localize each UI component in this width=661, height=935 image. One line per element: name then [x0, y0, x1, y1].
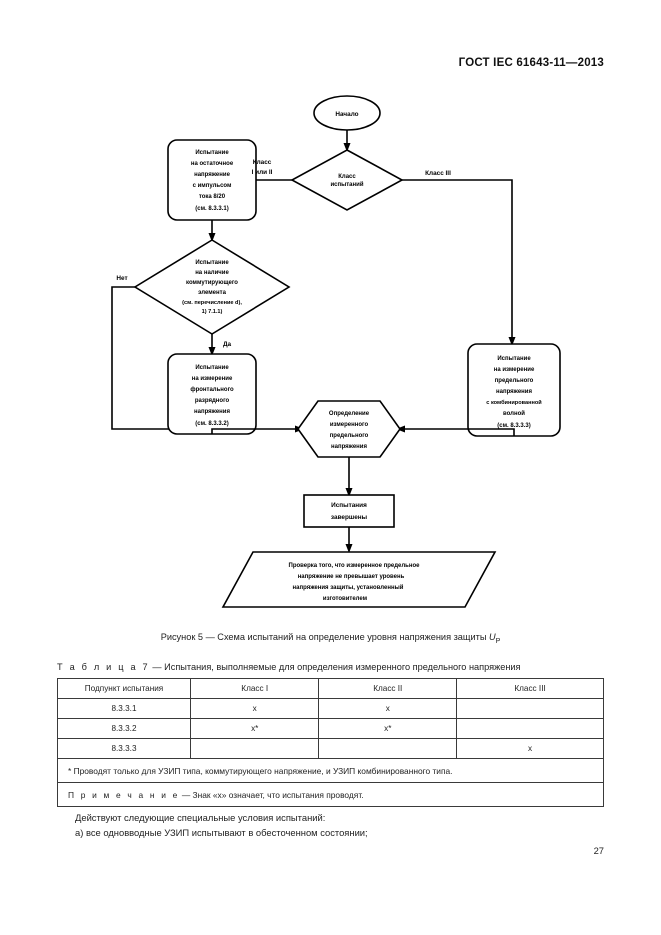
node-determination [297, 400, 401, 458]
table-header-subclause: Подпункт испытания [57, 678, 191, 699]
node-decision-switching-element [133, 239, 291, 335]
tests-table: Подпункт испытания Класс I Класс II Клас… [57, 678, 604, 807]
cell-class-iii [456, 698, 604, 719]
cell-class-i: x [189, 698, 320, 719]
svg-text:Класс: Класс [253, 159, 272, 166]
cell-class-ii: x* [318, 718, 458, 739]
svg-text:(см. 8.3.3.2): (см. 8.3.3.2) [195, 421, 228, 427]
node-start-label: Начало [335, 111, 358, 118]
svg-text:Испытание: Испытание [195, 150, 229, 156]
svg-text:Испытания: Испытания [331, 502, 367, 509]
svg-text:тока 8/20: тока 8/20 [199, 194, 226, 200]
table-footnote: * Проводят только для УЗИП типа, коммути… [57, 758, 604, 783]
cell-class-iii [456, 718, 604, 739]
svg-text:1) 7.1.1): 1) 7.1.1) [202, 309, 223, 315]
table-note-text: — Знак «х» означает, что испытания прово… [179, 789, 364, 800]
table-row: 8.3.3.3 x [57, 738, 604, 759]
svg-text:напряжение: напряжение [194, 172, 230, 178]
document-header-title: ГОСТ IEC 61643-11—2013 [458, 57, 604, 69]
svg-text:испытаний: испытаний [330, 181, 363, 188]
svg-text:предельного: предельного [495, 378, 534, 384]
edge-label-class-i-ii: Класс I или II [252, 159, 273, 176]
node-verification [221, 551, 497, 608]
svg-text:на измерение: на измерение [192, 376, 233, 382]
svg-text:Испытание: Испытание [195, 260, 229, 266]
body-text: Действуют следующие специальные условия … [75, 810, 595, 840]
cell-subclause: 8.3.3.3 [57, 738, 191, 759]
cell-class-ii [318, 738, 458, 759]
table-header-class-iii: Класс III [456, 678, 604, 699]
table-caption-text: — Испытания, выполняемые для определения… [149, 662, 521, 672]
node-tests-complete-label: Испытания завершены [331, 502, 368, 521]
node-tests-complete [303, 494, 395, 528]
node-combination-wave-test-label: Испытание на измерение предельного напря… [486, 356, 542, 429]
svg-text:на остаточное: на остаточное [191, 161, 234, 167]
svg-text:с импульсом: с импульсом [193, 183, 232, 189]
svg-text:напряжения защиты, установленн: напряжения защиты, установленный [293, 584, 404, 591]
svg-text:коммутирующего: коммутирующего [186, 280, 238, 286]
figure-caption: Рисунок 5 — Схема испытаний на определен… [0, 632, 661, 645]
svg-text:измеренного: измеренного [330, 422, 369, 428]
node-decision-switching-element-label: Испытание на наличие коммутирующего элем… [182, 260, 242, 315]
svg-text:(см. 8.3.3.1): (см. 8.3.3.1) [195, 206, 228, 212]
body-intro: Действуют следующие специальные условия … [75, 812, 326, 823]
node-front-discharge-test-label: Испытание на измерение фронтального разр… [190, 365, 234, 427]
figure-caption-symbol: U [488, 632, 496, 642]
node-decision-class-label: Класс [338, 174, 356, 180]
cell-class-ii: x [318, 698, 458, 719]
table-note-label: П р и м е ч а н и е [68, 789, 180, 800]
table-header-class-ii: Класс II [318, 678, 458, 699]
svg-text:изготовителем: изготовителем [323, 596, 368, 602]
edge-label-yes: Да [223, 341, 232, 348]
table-footnote-row: * Проводят только для УЗИП типа, коммути… [57, 758, 604, 783]
svg-text:I или II: I или II [252, 169, 273, 176]
svg-text:(см. 8.3.3.3): (см. 8.3.3.3) [497, 423, 530, 429]
table-row: 8.3.3.1 x x [57, 698, 604, 719]
table-caption: Т а б л и ц а 7 — Испытания, выполняемые… [57, 662, 617, 672]
table-note-row: П р и м е ч а н и е — Знак «х» означает,… [57, 782, 604, 807]
svg-text:Испытание: Испытание [497, 356, 531, 362]
svg-text:(см. перечисление d),: (см. перечисление d), [182, 300, 242, 306]
cell-subclause: 8.3.3.1 [57, 698, 191, 719]
body-item-a: a) все одновводные УЗИП испытывают в обе… [75, 827, 368, 838]
svg-text:Определение: Определение [329, 411, 370, 417]
table-caption-label: Т а б л и ц а 7 [57, 662, 150, 672]
svg-text:разрядного: разрядного [195, 398, 230, 404]
svg-text:напряжения: напряжения [496, 389, 532, 395]
svg-text:на наличие: на наличие [195, 270, 229, 276]
svg-text:завершены: завершены [331, 514, 368, 521]
svg-text:предельного: предельного [330, 433, 369, 439]
svg-text:напряжения: напряжения [194, 409, 230, 415]
svg-text:напряжение не превышает уровен: напряжение не превышает уровень [298, 574, 405, 580]
svg-text:волной: волной [503, 410, 525, 417]
svg-text:элемента: элемента [198, 290, 226, 296]
table-note: П р и м е ч а н и е — Знак «х» означает,… [57, 782, 604, 807]
figure-caption-text: Рисунок 5 — Схема испытаний на определен… [160, 632, 489, 642]
node-decision-class [290, 149, 404, 211]
cell-class-i [189, 738, 320, 759]
table-header-class-i: Класс I [189, 678, 320, 699]
svg-text:Испытание: Испытание [195, 365, 229, 371]
edge-label-no: Нет [116, 275, 127, 282]
edge-label-class-iii: Класс III [425, 170, 451, 177]
cell-class-iii: x [456, 738, 604, 759]
svg-text:с комбинированной: с комбинированной [486, 399, 542, 406]
svg-text:на измерение: на измерение [494, 367, 535, 373]
cell-class-i: x* [189, 718, 320, 739]
svg-text:Проверка того, что измеренное: Проверка того, что измеренное предельное [289, 563, 421, 569]
svg-text:напряжения: напряжения [331, 444, 367, 450]
svg-text:фронтального: фронтального [190, 386, 234, 393]
node-determination-label: Определение измеренного предельного напр… [329, 411, 370, 450]
flowchart-figure: Начало Класс испытаний Испытание на оста… [50, 88, 610, 623]
table-row: 8.3.3.2 x* x* [57, 718, 604, 739]
node-verification-label: Проверка того, что измеренное предельное… [289, 563, 421, 602]
page-number: 27 [593, 845, 604, 856]
cell-subclause: 8.3.3.2 [57, 718, 191, 739]
node-residual-voltage-test-label: Испытание на остаточное напряжение с имп… [191, 150, 234, 212]
figure-caption-symbol-sub: P [495, 637, 501, 645]
table-header-row: Подпункт испытания Класс I Класс II Клас… [57, 678, 604, 699]
